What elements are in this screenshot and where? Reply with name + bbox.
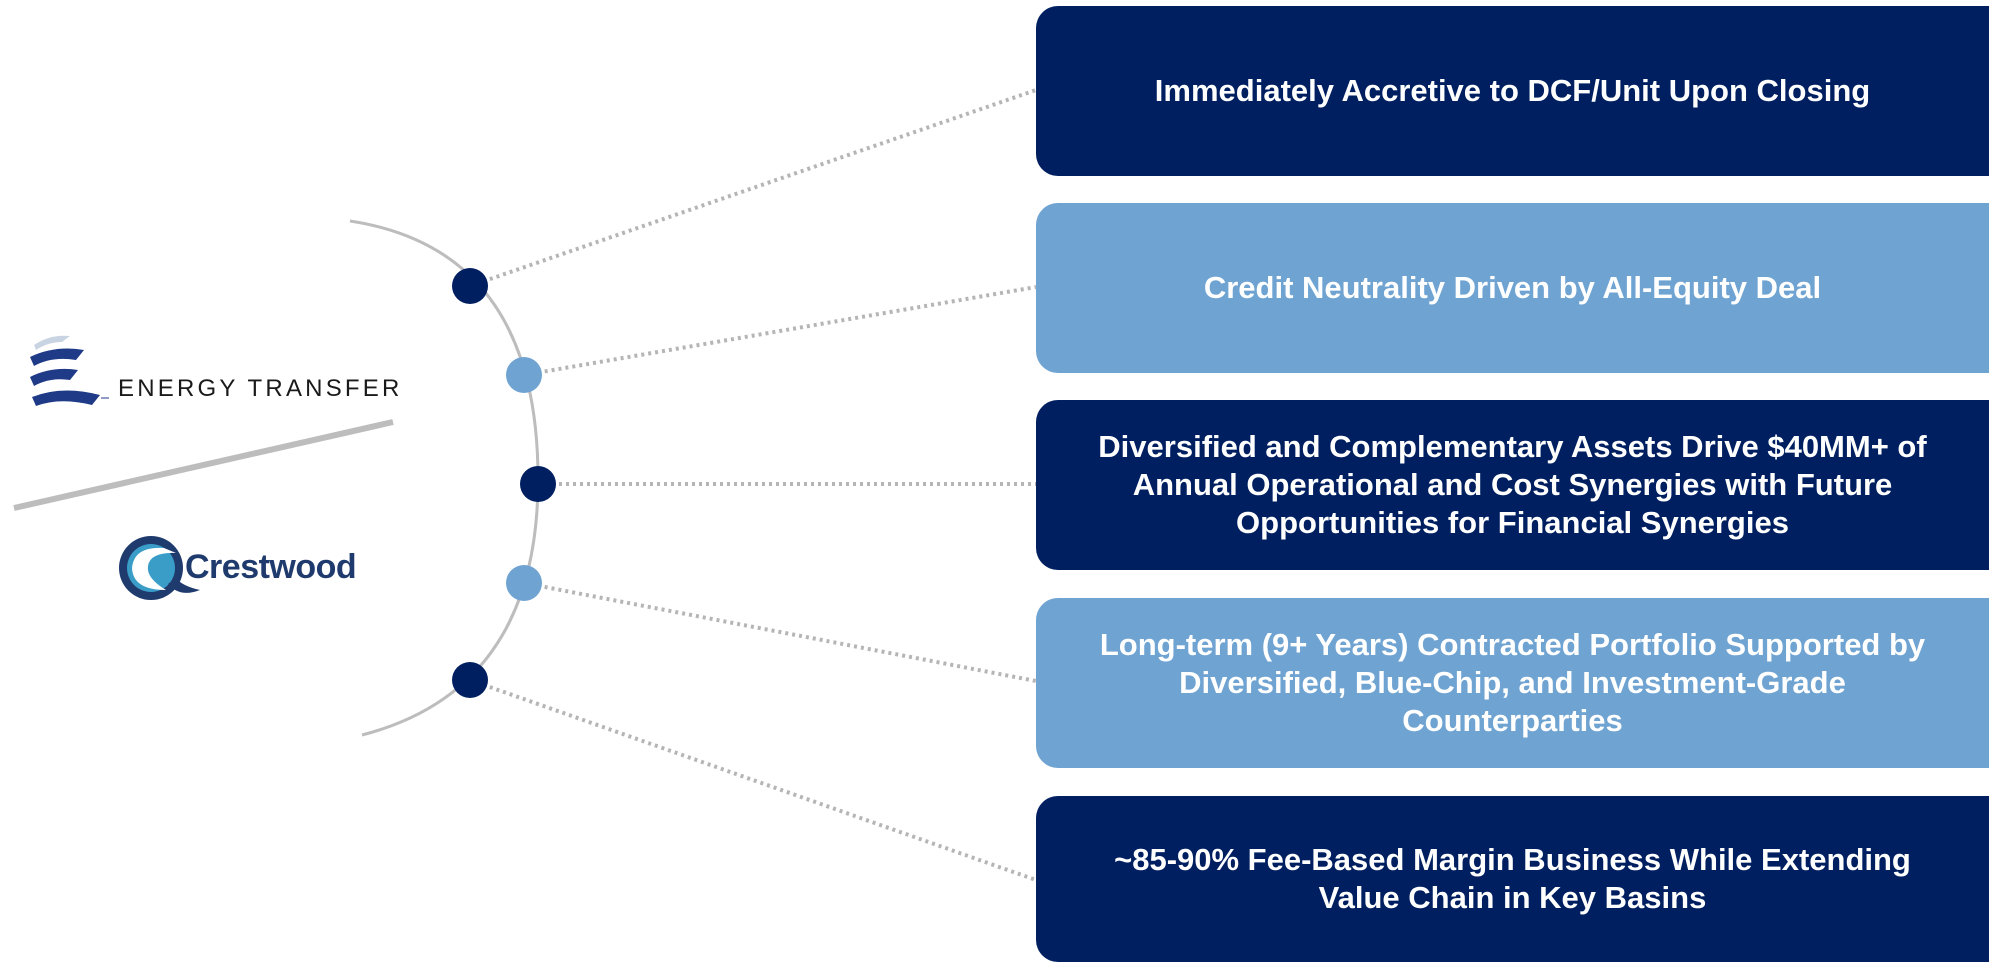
connector-4	[523, 581, 1037, 683]
benefit-text-2: Credit Neutrality Driven by All-Equity D…	[1203, 270, 1822, 305]
arc	[349, 219, 540, 737]
benefit-box-5: ~85-90% Fee-Based Margin Business While …	[1036, 796, 1989, 962]
benefit-box-3: Diversified and Complementary Assets Dri…	[1036, 400, 1989, 570]
node-4	[506, 565, 542, 601]
benefit-text-5: ~85-90% Fee-Based Margin Business While …	[1114, 842, 1911, 915]
benefit-text-1: Immediately Accretive to DCF/Unit Upon C…	[1154, 73, 1871, 108]
benefit-box-2: Credit Neutrality Driven by All-Equity D…	[1036, 203, 1989, 373]
node-2	[506, 357, 542, 393]
node-1	[452, 268, 488, 304]
crestwood-logo-mark	[119, 536, 200, 600]
connector-5	[469, 678, 1037, 882]
node-5	[452, 662, 488, 698]
connector-2	[523, 285, 1037, 377]
benefit-box-4: Long-term (9+ Years) Contracted Portfoli…	[1036, 598, 1989, 768]
benefit-text-4: Long-term (9+ Years) Contracted Portfoli…	[1099, 627, 1926, 738]
connector-1	[469, 88, 1037, 288]
node-3	[520, 466, 556, 502]
benefit-text-3: Diversified and Complementary Assets Dri…	[1098, 429, 1927, 540]
logo-divider	[13, 419, 394, 511]
crestwood-logo-text: Crestwood	[185, 548, 357, 586]
energy-transfer-logo-mark	[30, 335, 109, 406]
benefit-box-1: Immediately Accretive to DCF/Unit Upon C…	[1036, 6, 1989, 176]
energy-transfer-logo-text: ENERGY TRANSFER	[118, 375, 403, 402]
